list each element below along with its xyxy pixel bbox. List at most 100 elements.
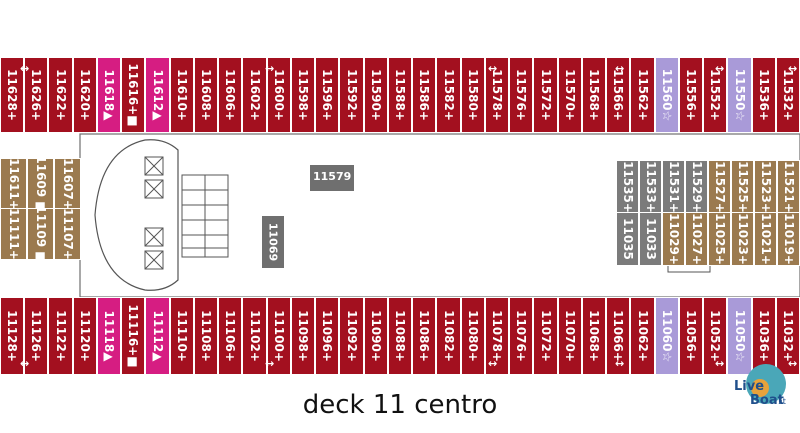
top-cabin: 11572+ [533,57,558,133]
cabin-number: 11100+ [272,310,286,362]
bottom-cabin: 11116+■ [121,297,145,375]
cabin-number: 11592+ [344,69,359,121]
cabin-number: 11096+ [320,310,334,362]
cabin-number: 11552+ [708,69,722,121]
cabin-number: 11032+ [781,310,795,362]
cabin-number: 11527+ [712,161,727,213]
bottom-cabin: 11122+ [48,297,73,375]
bottom-cabin: 11086+ [412,297,436,375]
cabin-number: 11070+ [563,310,577,362]
top-cabin: 11570+ [558,57,582,133]
cabin-number: 11586+ [417,69,431,121]
cabin-number: 11120+ [78,310,92,362]
inner-cabin: 11035 [616,212,639,266]
bottom-cabin: 11060☆ [655,297,679,375]
top-cabin: 11562+ [630,57,655,133]
inner-cabin: 11523+ [754,160,777,214]
logo-text-b: Boat [750,393,784,408]
cabin-number: 11521+ [781,161,796,213]
cabin-number: 11036+ [757,310,771,362]
inner-cabin: 11535+ [616,160,639,214]
bottom-cabin: 11082+ [436,297,461,375]
inner-cabin: 11107+ [54,208,81,260]
bottom-cabin: 11070+ [558,297,582,375]
inner-cabin: 11111+ [0,208,27,260]
cabin-number: 11029+ [666,213,681,265]
top-cabin: 11560☆ [655,57,679,133]
cabin-number: 11536+ [757,69,771,121]
cabin-number: 11570+ [563,69,577,121]
door-arrow: ↔ [20,357,30,370]
bottom-cabin: 11076+ [509,297,533,375]
top-cabin: 11586+ [412,57,436,133]
top-cabin: 11582+ [436,57,461,133]
cabin-number: 11098+ [296,310,310,362]
inner-cabin: 11521+ [777,160,800,214]
cabin-number: 11035 [620,218,635,260]
top-cabin: 11568+ [582,57,606,133]
top-cabin: 11590+ [364,57,388,133]
service-label: 11579 [313,170,352,183]
cabin-number: 11078+ [490,310,504,362]
cabin-number: 11607+ [60,158,75,210]
bottom-cabin: 11078+ [485,297,509,375]
cabin-number: 11568+ [587,69,601,121]
cabin-number: 11550☆ [732,68,747,122]
cabin-number: 11556+ [684,69,698,121]
bottom-cabin: 11032+ [776,297,800,375]
cabin-number: 11531+ [666,161,681,213]
cabin-number: 11523+ [758,161,773,213]
top-cabin: 11596+ [315,57,339,133]
bottom-cabin: 11092+ [339,297,364,375]
bottom-cabin: 11066+ [606,297,630,375]
cabin-number: 11580+ [466,69,480,121]
top-cabin: 11592+ [339,57,364,133]
top-cabin: 11578+ [485,57,509,133]
cabin-number: 11620+ [78,69,92,121]
top-cabin: 11618▲ [97,57,121,133]
inner-cabin: 11529+ [685,160,708,214]
bottom-cabin: 11096+ [315,297,339,375]
bottom-cabin: 11052+ [703,297,727,375]
door-arrow: ↔ [788,357,798,370]
cabin-number: 11533+ [643,161,658,213]
cabin-number: 11052+ [708,310,722,362]
bottom-cabin: 11088+ [388,297,412,375]
cabin-number: 11056+ [684,310,698,362]
cabin-number: 11608+ [199,69,213,121]
inner-cabin: 11029+ [662,212,685,266]
cabin-number: 11126+ [29,310,43,362]
inner-cabin: 11027+ [685,212,708,266]
inner-cabin: 11609 ■ [27,158,54,210]
liveboat-logo: Live Boat .it [734,364,786,408]
inner-cabin: 11531+ [662,160,685,214]
cabin-number: 11080+ [466,310,480,362]
cabin-number: 11072+ [538,310,553,362]
cabin-number: 11612▲ [150,69,165,121]
cabin-number: 11108+ [199,310,213,362]
cabin-number: 11033 [643,218,658,260]
cabin-number: 11107+ [60,208,75,260]
cabin-number: 11576+ [514,69,528,121]
cabin-number: 11021+ [758,213,773,265]
cabin-number: 11092+ [344,310,359,362]
cabin-number: 11532+ [781,69,795,121]
top-cabin: 11602+ [242,57,267,133]
bottom-cabin: 11106+ [218,297,242,375]
inner-cabin: 11527+ [708,160,731,214]
top-cabin: 11628+ [0,57,24,133]
door-arrow: ↔ [615,357,625,370]
cabin-number: 11610+ [175,69,189,121]
top-cabin: 11580+ [461,57,485,133]
cabin-number: 11622+ [53,69,68,121]
cabin-number: 11109 ■ [33,208,48,260]
cabin-number: 11122+ [53,310,68,362]
cabin-number: 11588+ [393,69,407,121]
cabin-number: 11616+■ [126,63,140,127]
bottom-cabin: 11110+ [170,297,194,375]
cabin-number: 11525+ [735,161,750,213]
cabin-number: 11090+ [369,310,383,362]
cabin-number: 11088+ [393,310,407,362]
cabin-number: 11060☆ [660,309,674,363]
